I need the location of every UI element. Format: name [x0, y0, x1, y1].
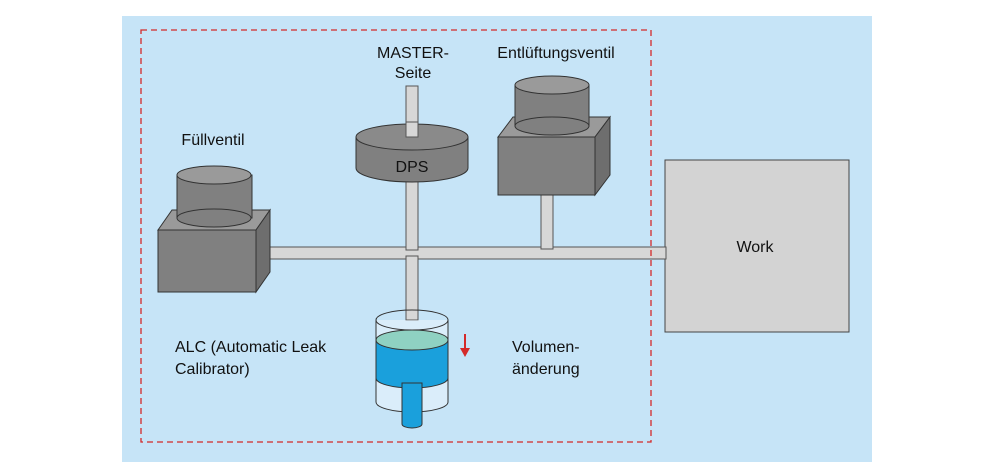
liquid-surface [375, 329, 449, 351]
master-label-line1: MASTER- [377, 45, 449, 62]
alc-cylinder [375, 309, 449, 429]
volume-change-label-line2: änderung [512, 361, 580, 378]
pipe-network [263, 85, 667, 321]
alc-boundary-dashed [140, 29, 652, 443]
horizontal-pipe [263, 246, 667, 260]
dps-label: DPS [396, 159, 429, 176]
work-chamber [664, 159, 850, 333]
master-label-line2: Seite [395, 65, 432, 82]
alc-label-line2: Calibrator) [175, 361, 250, 378]
dps-sensor [355, 121, 469, 183]
alc-label-line1: ALC (Automatic Leak [175, 339, 327, 356]
junction-to-alc-pipe [405, 255, 419, 321]
work-label: Work [736, 239, 774, 256]
vent-valve-label: Entlüftungsventil [497, 45, 614, 62]
volume-change-arrow [460, 334, 470, 357]
fill-valve-label: Füllventil [181, 132, 244, 149]
vent-valve [497, 75, 611, 197]
volume-change-label-line1: Volumen- [512, 339, 580, 356]
dps-to-junction-pipe [405, 179, 419, 251]
fill-valve [157, 165, 271, 294]
